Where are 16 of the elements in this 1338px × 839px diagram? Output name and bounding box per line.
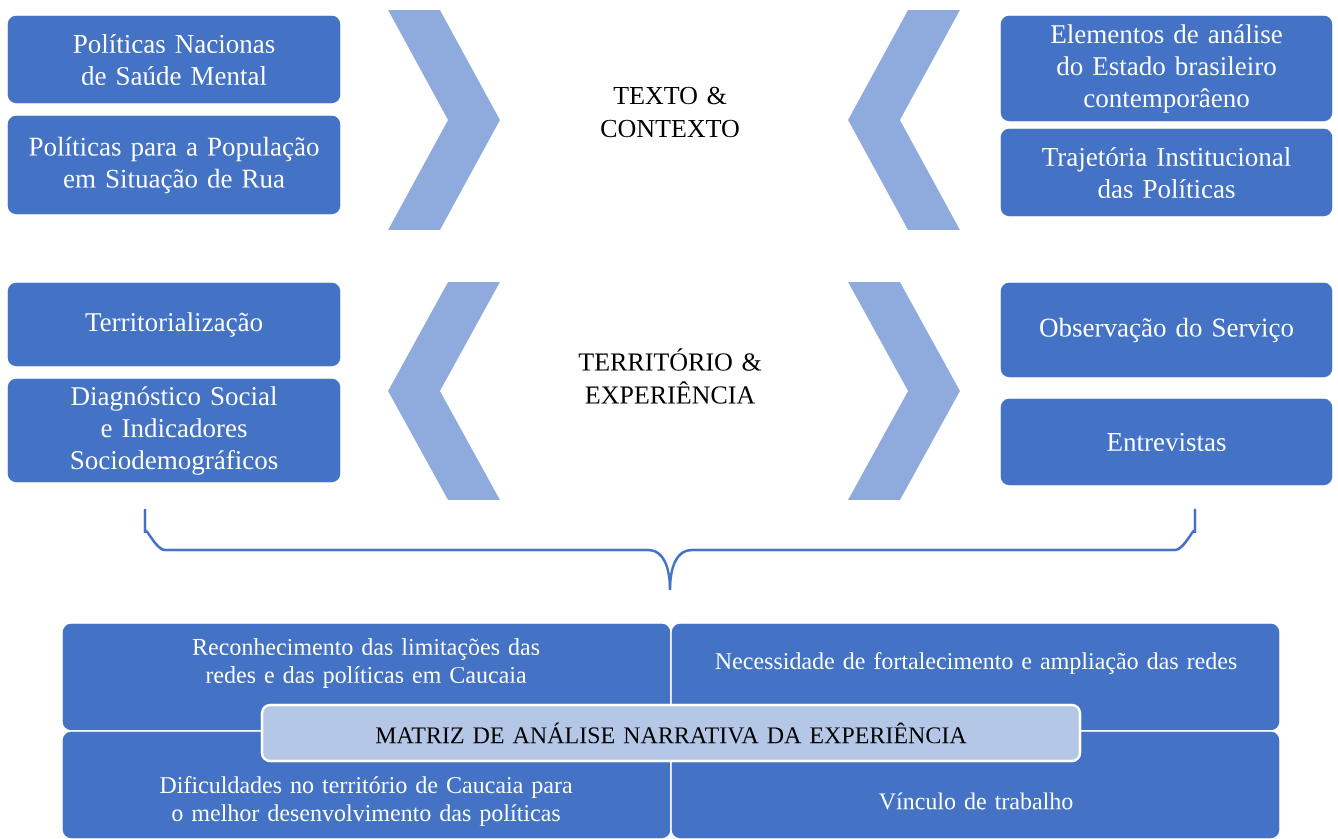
topic-box: Elementos de análise do Estado brasileiro contemporâeno: [999, 14, 1334, 123]
topic-box: Diagnóstico Social e Indicadores Sociodemográficos: [6, 377, 342, 484]
node-label: Dificuldades no território de Caucaia para o melhor desenvolvimento das políticas: [160, 776, 573, 827]
matrix-title-box: MATRIZ DE ANÁLISE NARRATIVA DA EXPERIÊNCIA: [260, 703, 1082, 763]
topic-box: Políticas para a População em Situação de Rua: [6, 114, 342, 216]
chevron-arrow: [388, 282, 500, 500]
topic-box: Territorialização: [6, 281, 342, 368]
section-label: TEXTO & CONTEXTO: [601, 86, 739, 138]
section-label: TERRITÓRIO & EXPERIÊNCIA: [578, 348, 762, 404]
topic-box: Trajetória Institucional das Políticas: [999, 127, 1334, 218]
chevron-arrow: [848, 10, 960, 230]
topic-box: Entrevistas: [999, 397, 1334, 487]
chevron-arrow: [848, 282, 960, 500]
topic-box: Políticas Nacionas de Saúde Mental: [6, 14, 342, 105]
chevron-arrow: [388, 10, 500, 230]
topic-box: Observação do Serviço: [999, 281, 1334, 379]
